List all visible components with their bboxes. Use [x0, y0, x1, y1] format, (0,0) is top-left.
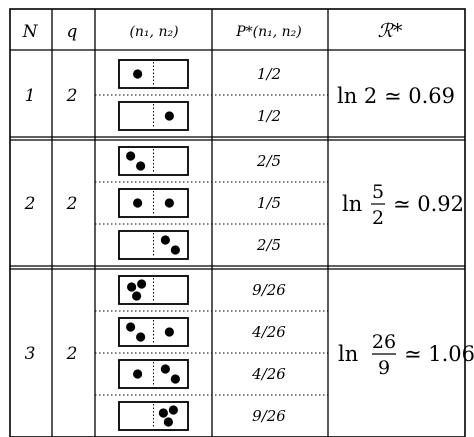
probability-value: 9/26	[252, 407, 286, 425]
particle-dot	[163, 417, 173, 427]
rate-numerator: 26	[372, 331, 396, 353]
particle-dot	[136, 332, 146, 342]
table-row: 1/5	[118, 188, 281, 218]
particle-dot	[132, 291, 142, 301]
group-2: 2 2 2/5 1/5 2/5 ln 5 2 ≃ 0.92	[24, 146, 464, 260]
rate-value: ≃ 0.92	[393, 192, 464, 216]
table-border	[9, 8, 466, 437]
particle-dot	[170, 374, 180, 384]
rate-cell: ln 2 ≃ 0.69	[337, 84, 455, 108]
rate-expression: ln 2 ≃ 0.69	[337, 84, 455, 108]
group-n-value: 1	[25, 86, 36, 106]
probability-value: 4/26	[251, 323, 286, 341]
table-row: 9/26	[118, 275, 286, 305]
rate-cell: ln 5 2 ≃ 0.92	[342, 181, 464, 229]
particle-dot	[133, 69, 143, 79]
group-q-value: 2	[66, 344, 78, 364]
probability-value: 1/2	[257, 107, 281, 125]
group-3: 3 2 9/26 4/26 4/26 9/26 ln 26 9 ≃ 1.06	[25, 275, 474, 431]
probability-value: 2/5	[256, 152, 281, 170]
rate-numerator: 5	[372, 181, 384, 203]
rate-ln: ln	[342, 192, 362, 216]
header-rate: ℛ*	[378, 20, 403, 42]
table-row: 1/2	[118, 59, 281, 89]
particle-dot	[164, 327, 174, 337]
table-row: 2/5	[118, 230, 281, 260]
table-row: 4/26	[118, 359, 286, 389]
header-n: N	[22, 22, 39, 42]
particle-dot	[133, 369, 143, 379]
table-row: 9/26	[118, 401, 286, 431]
particle-dot	[136, 161, 146, 171]
particle-dot	[164, 111, 174, 121]
table-row: 1/2	[118, 101, 281, 131]
rate-cell: ln 26 9 ≃ 1.06	[338, 331, 474, 379]
table-header: N q (n₁, n₂) P*(n₁, n₂) ℛ*	[22, 20, 403, 42]
particle-dot	[137, 279, 147, 289]
probability-value: 4/26	[251, 365, 286, 383]
particle-dot	[158, 408, 168, 418]
probability-value: 9/26	[252, 281, 286, 299]
particle-dot	[160, 235, 170, 245]
table-body: 1 2 1/2 1/2 ln 2 ≃ 0.69 2 2 2/5 1/5 2/5 ln 5 2 ≃ 0.92…	[24, 59, 474, 431]
particle-dot	[160, 364, 170, 374]
group-1: 1 2 1/2 1/2 ln 2 ≃ 0.69	[25, 59, 455, 131]
probability-value: 2/5	[256, 236, 281, 254]
probability-value: 1/5	[257, 194, 281, 212]
particle-dot	[168, 405, 178, 415]
particle-dot	[127, 282, 137, 292]
group-n-value: 2	[24, 194, 36, 214]
particle-dot	[126, 151, 136, 161]
particle-dot	[126, 322, 136, 332]
particle-dot	[164, 198, 174, 208]
particle-dot	[170, 245, 180, 255]
group-q-value: 2	[66, 194, 78, 214]
table-grid	[9, 8, 466, 437]
table-row: 2/5	[118, 146, 281, 176]
rate-value: ≃ 1.06	[404, 342, 474, 366]
particle-dot	[133, 198, 143, 208]
rate-denominator: 2	[372, 207, 384, 229]
group-n-value: 3	[25, 344, 36, 364]
group-q-value: 2	[66, 86, 78, 106]
header-q: q	[67, 22, 78, 42]
table-row: 4/26	[118, 317, 286, 347]
probability-value: 1/2	[257, 65, 281, 83]
header-config: (n₁, n₂)	[129, 24, 178, 40]
rate-ln: ln	[338, 342, 358, 366]
rate-denominator: 9	[378, 357, 390, 379]
header-prob: P*(n₁, n₂)	[235, 24, 302, 40]
